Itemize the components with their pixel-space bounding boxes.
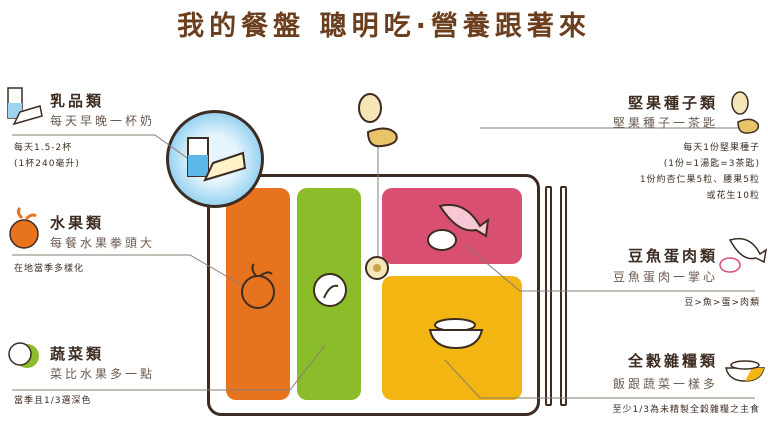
leader-line — [12, 134, 191, 161]
protein-subtitle: 豆魚蛋肉一掌心 — [612, 270, 718, 284]
plate — [207, 174, 540, 416]
vegetable-note: 當季且1/3選深色 — [14, 396, 92, 406]
nuts-icon — [358, 91, 760, 148]
grain-title: 全穀雜糧類 — [627, 352, 718, 370]
orange-icon — [9, 206, 275, 309]
dairy-cup — [166, 110, 264, 208]
cabbage-icon — [8, 273, 347, 368]
fruit-subtitle: 每餐水果拳頭大 — [50, 236, 156, 250]
leader-line — [12, 344, 326, 391]
fish-meat-icon — [427, 204, 768, 273]
grain-note: 至少1/3為未精製全穀雜糧之主食 — [612, 405, 760, 415]
dairy-note: 每天1.5-2杯 — [14, 143, 73, 153]
nuts-subtitle: 堅果種子一茶匙 — [612, 116, 718, 130]
vegetable-subtitle: 菜比水果多一點 — [50, 367, 156, 381]
protein-note: 豆>魚>蛋>肉類 — [684, 298, 760, 308]
fruit-note: 在地當季多樣化 — [14, 264, 85, 274]
nuts-title: 堅果種子類 — [627, 94, 718, 112]
protein-title: 豆魚蛋肉類 — [627, 247, 718, 265]
nuts-note: 或花生10粒 — [706, 191, 760, 201]
dairy-note: (1杯240毫升) — [14, 159, 80, 169]
nuts-notes: 每天1份堅果種子 (1份=1湯匙=3茶匙) 1份約杏仁果5粒、腰果5粒 或花生1… — [640, 140, 760, 204]
dairy-notes: 每天1.5-2杯 (1杯240毫升) — [14, 140, 80, 172]
leader-line — [464, 244, 755, 292]
rice-bowl-icon — [428, 318, 765, 382]
chopstick — [545, 186, 552, 406]
nuts-note: 1份約杏仁果5粒、腰果5粒 — [639, 175, 760, 185]
nuts-note: 每天1份堅果種子 — [683, 143, 760, 153]
leader-line — [444, 359, 755, 399]
dairy-title: 乳品類 — [50, 92, 105, 110]
protein-compartment — [382, 188, 522, 264]
leader-line — [12, 254, 251, 291]
grain-subtitle: 飯跟蔬菜一樣多 — [612, 377, 718, 391]
nuts-note: (1份=1湯匙=3茶匙) — [663, 159, 760, 169]
fruit-title: 水果類 — [50, 214, 105, 232]
page-title: 我的餐盤 聰明吃·營養跟著來 — [177, 11, 591, 42]
milk-cheese-icon — [7, 87, 247, 182]
vegetable-title: 蔬菜類 — [50, 345, 105, 363]
chopstick — [560, 186, 567, 406]
dairy-subtitle: 每天早晚一杯奶 — [50, 114, 156, 128]
